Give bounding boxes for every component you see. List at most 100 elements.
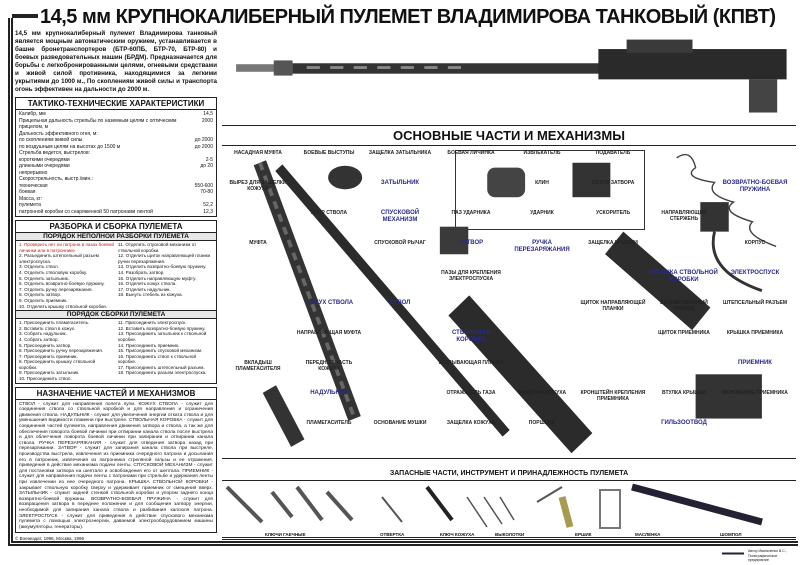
parts-heading: ОСНОВНЫЕ ЧАСТИ И МЕХАНИЗМЫ	[393, 128, 625, 143]
partial-steps: 1. Проверить нет ли патрона в пазах боев…	[16, 241, 216, 310]
step-item: 12. Отделить щиток направляющей планки р…	[118, 253, 211, 264]
assembly-box: РАЗБОРКА И СБОРКА ПУЛЕМЕТА ПОРЯДОК НЕПОЛ…	[15, 220, 217, 384]
part-label: КРЫШКА ПРИЕМНИКА	[726, 330, 784, 336]
part-label: МУФТА	[249, 240, 267, 246]
spec-key: Скорострельность, выстр./мин.:	[19, 176, 93, 182]
part-label: СПУСКОВОЙ МЕХАНИЗМ	[380, 210, 420, 223]
part-label: ОСНОВАНИЕ ПРИЕМНИКА	[722, 390, 788, 396]
part-label: УСКОРИТЕЛЬ	[595, 210, 631, 216]
spec-value: 14,5	[203, 111, 213, 117]
part-label: НАСАДНАЯ МУФТА	[234, 150, 282, 156]
tool-label: ВЫКОЛОТКИ	[495, 532, 525, 537]
poster-title: 14,5 мм КРУПНОКАЛИБЕРНЫЙ ПУЛЕМЕТ ВЛАДИМИ…	[40, 6, 776, 28]
spec-value: 70-80	[200, 189, 213, 195]
poster-frame	[8, 18, 798, 546]
spec-row: непрерывно	[19, 170, 213, 177]
spec-row: Скорострельность, выстр./мин.:	[19, 176, 213, 183]
spec-key: патронной коробки со снаряженной 50 патр…	[19, 208, 153, 215]
step-item: 2. Вставить ствол в кожух.	[19, 325, 76, 331]
spec-value: 12,3	[203, 208, 213, 215]
step-item: 5. Присоединить затвор.	[19, 342, 72, 348]
part-label: ИЗВЛЕКАТЕЛЬ	[523, 150, 561, 156]
spec-key: короткими очередями	[19, 156, 70, 163]
step-item: 13. Присоединить затыльник к ствольной к…	[118, 331, 207, 342]
spec-value: до 2000	[194, 137, 213, 143]
part-label: ГИЛЬЗООТВОД	[661, 420, 707, 426]
spec-row: Прицельная дальность стрельбы по наземны…	[19, 118, 213, 131]
part-label: УПОР СТВОЛА	[310, 210, 348, 216]
part-label: ЗАЩЕЛКА КОЖУХА	[517, 390, 567, 396]
part-label: ЗАТЫЛЬНИК	[380, 180, 420, 186]
part-label: ВОЗВРАТНО-БОЕВАЯ ПРУЖИНА	[722, 180, 788, 193]
spec-row: Стрельба ведется, выстрелов:	[19, 150, 213, 157]
part-label: ПОРШЕНЬ	[528, 420, 556, 426]
spares-box	[222, 480, 796, 540]
part-label: ПАЗЫ ДЛЯ КРЕПЛЕНИЯ ЭЛЕКТРОСПУСКА	[441, 270, 501, 282]
receiver-feed	[695, 374, 762, 419]
barrel	[275, 164, 510, 437]
tools-illustration	[225, 483, 763, 529]
specs-heading: ТАКТИКО-ТЕХНИЧЕСКИЕ ХАРАКТЕРИСТИКИ	[16, 98, 216, 110]
left-column: 14,5 мм крупнокалиберный пулемет Владими…	[15, 30, 217, 541]
part-label: ПРИЕМНИК	[738, 360, 772, 366]
tool-label: МАСЛЕНКА	[635, 532, 661, 537]
spares-divider	[222, 458, 796, 459]
step-item: 11. Отделить спусковой механизм от ствол…	[118, 242, 197, 253]
part-label: ЗАЩЕЛКА КРЫШКИ	[588, 240, 638, 246]
barrel-jacket	[253, 160, 361, 422]
intro-text: 14,5 мм крупнокалиберный пулемет Владими…	[15, 30, 217, 93]
step-item: 1. Проверить нет ли патрона в пазах боев…	[19, 242, 114, 253]
part-label: ПЛАМЕГАСИТЕЛЬ	[306, 420, 352, 426]
tool-label: ЕРШИК	[575, 532, 592, 537]
specs-box: ТАКТИКО-ТЕХНИЧЕСКИЕ ХАРАКТЕРИСТИКИ Калиб…	[15, 97, 217, 217]
purpose-heading: НАЗНАЧЕНИЕ ЧАСТЕЙ И МЕХАНИЗМОВ	[16, 388, 216, 400]
part-label: РУЧКА ПЕРЕЗАРЯЖАНИЯ	[514, 240, 570, 253]
parts-divider	[222, 125, 796, 126]
tool-label: ШОМПОЛ	[720, 532, 742, 537]
part-label: ВКЛАДЫШ ПЛАМЕГАСИТЕЛЯ	[235, 360, 281, 372]
spec-key: Масса, кг:	[19, 195, 42, 202]
recoil-spring	[676, 153, 777, 248]
step-item: 7. Присоединить приемник.	[19, 353, 78, 359]
step-item: 8. Присоединить крышку ствольной коробки…	[19, 359, 96, 370]
footer-right: Автор Иваниченко В.С., Полиграфическое п…	[748, 549, 787, 562]
spec-key: Дальность эффективного огня, м:	[19, 130, 98, 137]
part-label: КЛИН	[535, 180, 549, 186]
spec-row: Дальность эффективного огня, м:	[19, 131, 213, 138]
purpose-box: НАЗНАЧЕНИЕ ЧАСТЕЙ И МЕХАНИЗМОВ СТВОЛ - с…	[15, 386, 217, 534]
purpose-text: СТВОЛ - служит для направления полета пу…	[19, 401, 213, 530]
part-label: СТВОЛЬНАЯ КОРОБКА	[451, 330, 491, 343]
step-item: 14. Разобрать затвор.	[118, 269, 165, 275]
spec-key: длинными очередями	[19, 163, 70, 169]
part-label: ВЫРЕЗ ДЛЯ ЗАЩЕЛКИ КОЖУХА	[229, 180, 287, 192]
step-item: 18. Присоединить разъем электроспуска.	[118, 370, 207, 376]
step-item: 10. Присоединить ствол.	[19, 376, 72, 382]
machine-gun-illustration	[236, 39, 787, 113]
step-item: 1. Присоединить пламегаситель.	[19, 320, 90, 326]
part-label: УДАРНИК	[530, 210, 554, 216]
step-item: 6. Отделить возвратно-боевую пружину.	[19, 281, 105, 287]
part-label: НАДУЛЬНИК	[310, 390, 348, 396]
part-label: ОСНОВАНИЕ МУШКИ	[373, 420, 427, 426]
part-label: ОСТОВ ЗАТВОРА	[591, 180, 635, 186]
part-label: КРОНШТЕЙН КРЕПЛЕНИЯ ПРИЕМНИКА	[580, 390, 646, 402]
publisher-logo	[722, 550, 744, 558]
spec-key: пулемета	[19, 202, 41, 208]
step-item: 6. Присоединить ручку перезаряжения.	[19, 348, 104, 354]
spec-key: Калибр, мм	[19, 111, 46, 117]
part-label: ПЕРЕДНЯЯ ЧАСТЬ КОЖУХА	[305, 360, 353, 372]
step-item: 5. Отделить затыльник.	[19, 275, 70, 281]
flash-hider	[262, 385, 305, 447]
spec-key: непрерывно	[19, 169, 48, 176]
butt-plate	[328, 165, 363, 190]
spec-value: 2-5	[205, 156, 213, 163]
spec-key: Прицельная дальность стрельбы по наземны…	[19, 117, 177, 131]
bolt-inset-frame	[455, 150, 645, 230]
footer-left: © Воениздат, 1996, Москва, 1996	[15, 536, 85, 542]
part-label: СТВОЛ	[389, 300, 411, 306]
spec-key: Стрельба ведется, выстрелов:	[19, 150, 90, 156]
